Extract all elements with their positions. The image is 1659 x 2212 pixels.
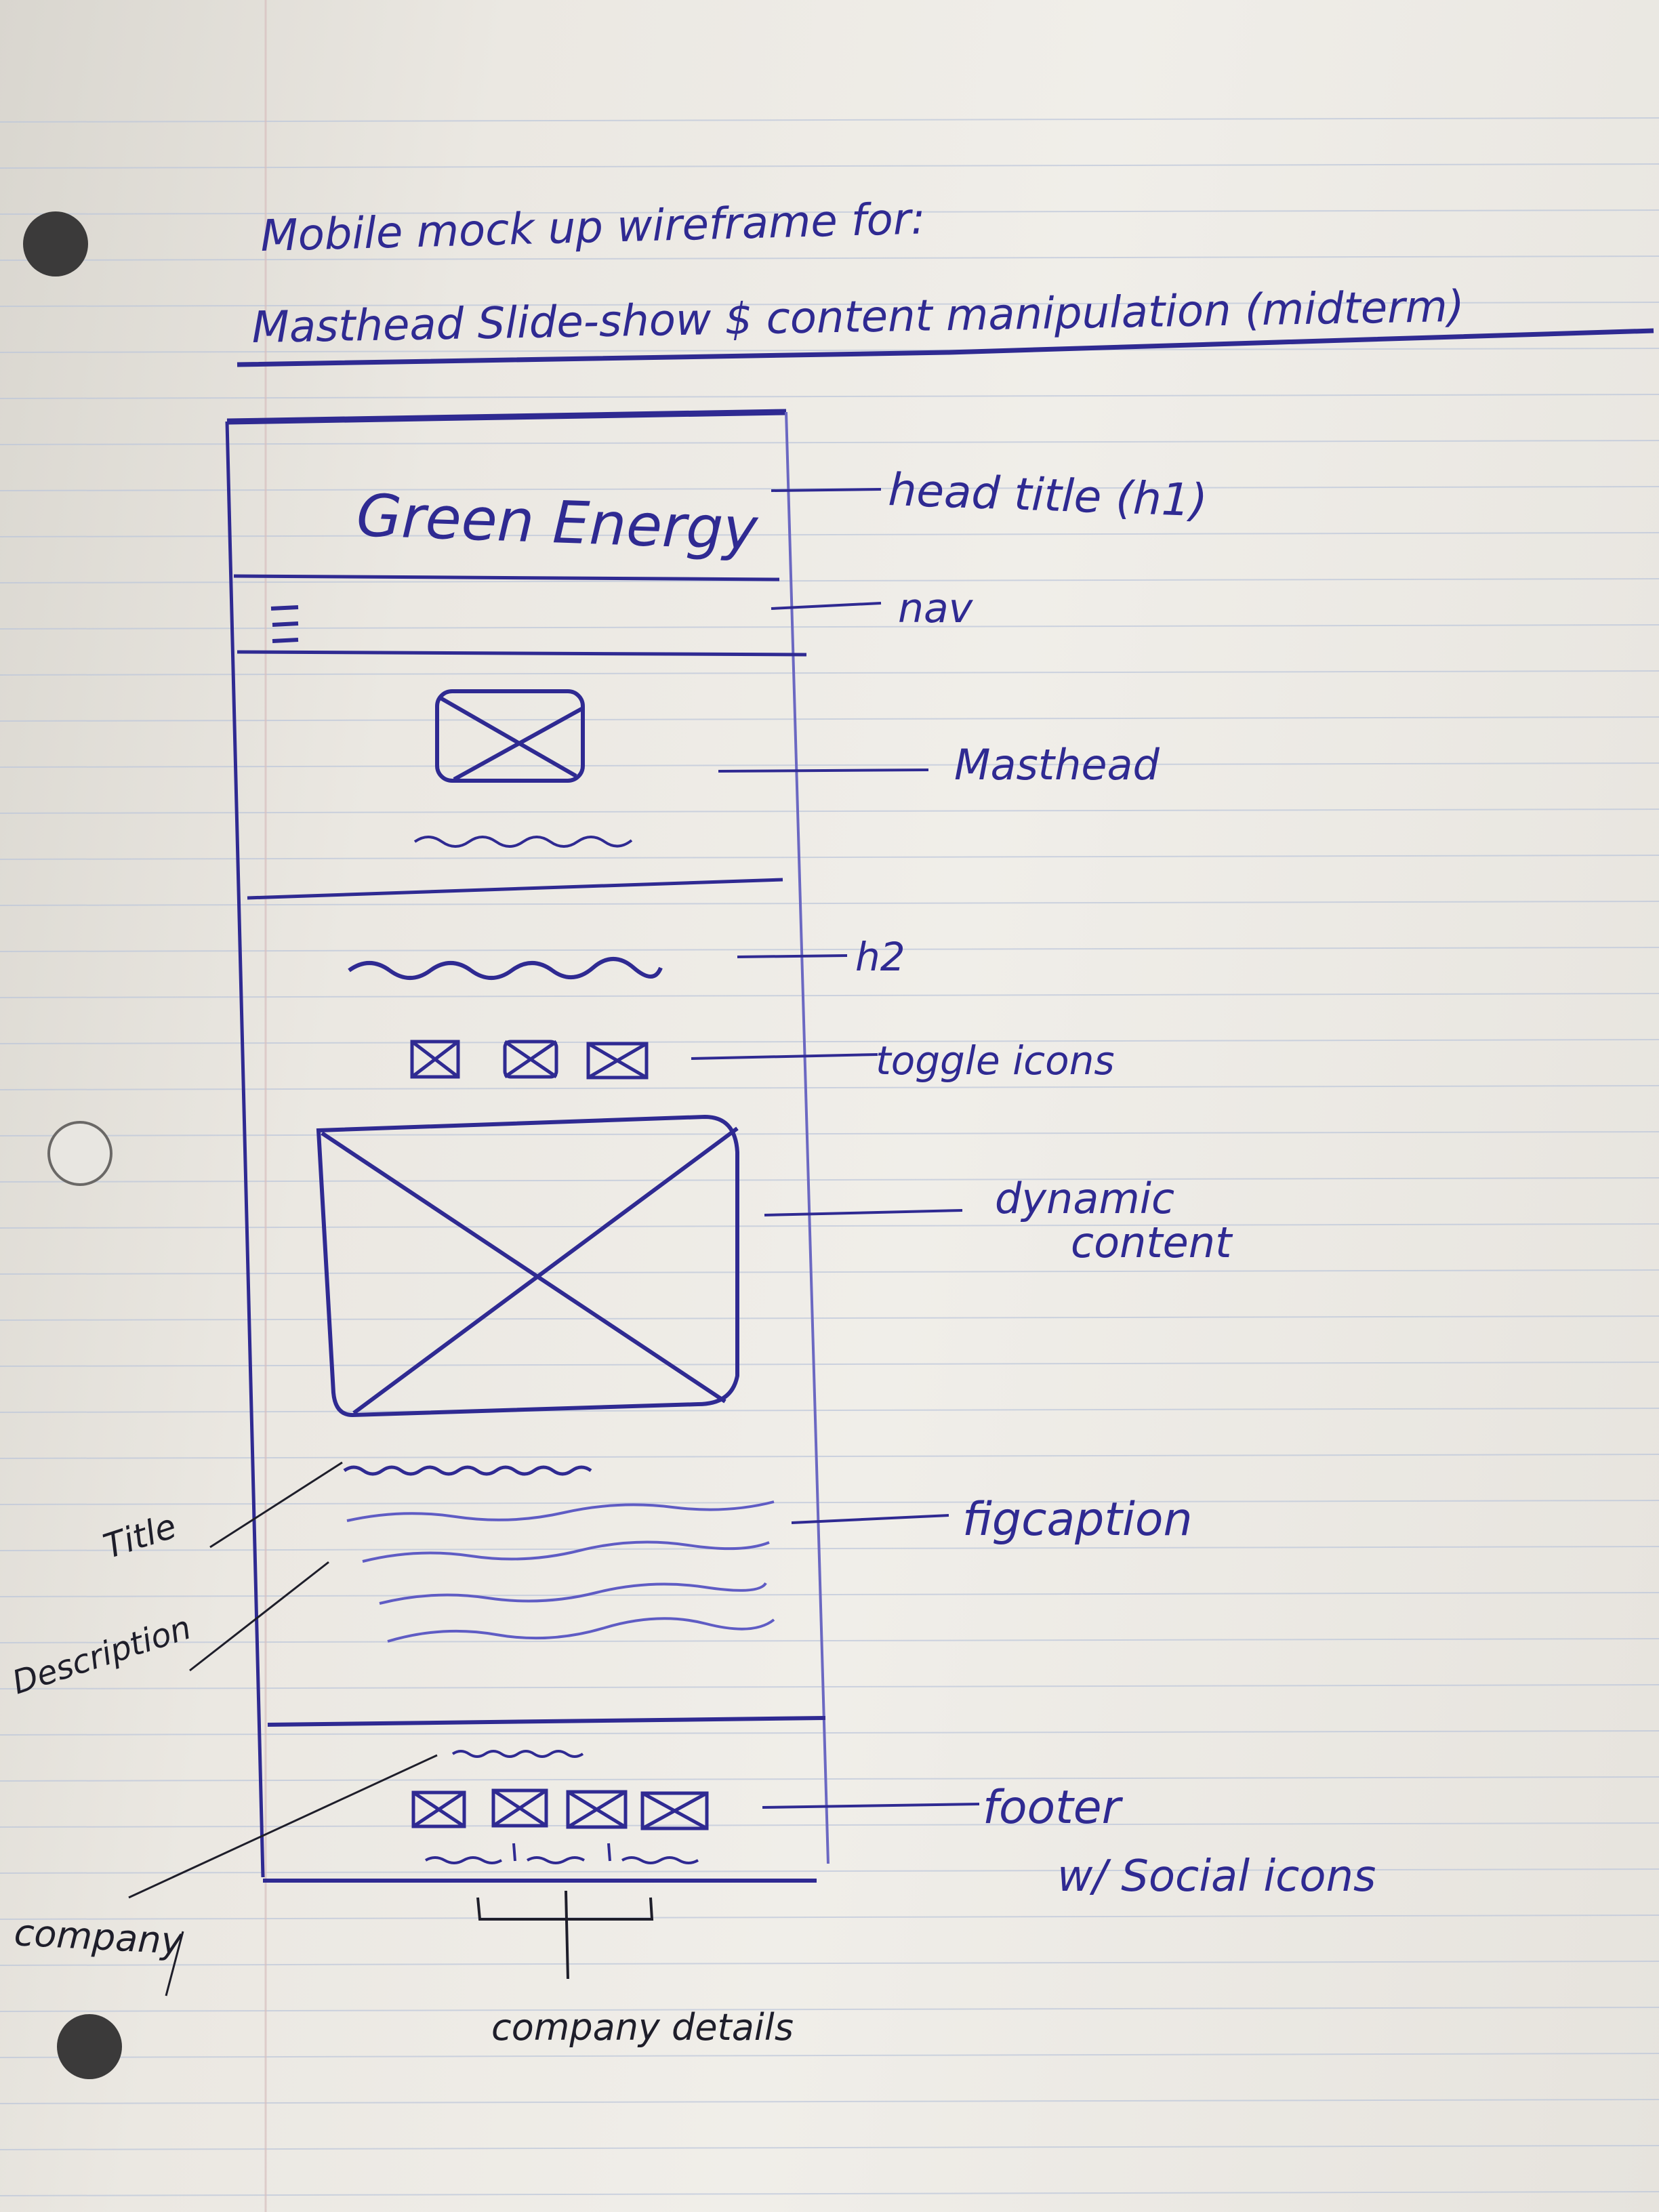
ruled-line xyxy=(0,163,1659,169)
company-details-bracket xyxy=(476,1890,654,1980)
figcaption-title-scribble xyxy=(343,1465,592,1476)
ruled-line xyxy=(0,762,1659,768)
ruled-line xyxy=(0,1961,1659,1966)
footer-divider xyxy=(267,1716,826,1727)
ruled-line xyxy=(0,302,1659,307)
ruled-line xyxy=(0,2191,1659,2196)
annotation-h2: h2 xyxy=(855,934,905,980)
heading-underline xyxy=(237,328,1654,367)
annotation-dynamic: dynamic xyxy=(995,1174,1174,1223)
dynamic-content-image-placeholder xyxy=(316,1114,739,1418)
nav-divider xyxy=(237,650,807,657)
ruled-line xyxy=(0,1592,1659,1597)
ruled-line xyxy=(0,808,1659,814)
ruled-line xyxy=(0,1454,1659,1459)
annotation-head-title: head title (h1) xyxy=(887,464,1208,527)
ruled-line xyxy=(0,1500,1659,1505)
ruled-line xyxy=(0,117,1659,123)
ruled-line xyxy=(0,255,1659,261)
ruled-line xyxy=(0,2099,1659,2104)
ruled-line xyxy=(0,1730,1659,1736)
footer-details-scribble xyxy=(425,1843,699,1864)
annotation-masthead: Masthead xyxy=(954,740,1160,790)
ruled-line xyxy=(0,578,1659,583)
logo-text: Green Energy xyxy=(355,482,759,564)
ruled-line xyxy=(0,993,1659,998)
social-icon-4[interactable] xyxy=(640,1791,709,1830)
ruled-line xyxy=(0,1822,1659,1828)
binder-hole-bottom xyxy=(57,2014,122,2079)
toggle-icons xyxy=(410,1040,649,1080)
ruled-line xyxy=(0,348,1659,353)
figcaption-line-1 xyxy=(346,1500,775,1522)
ruled-line xyxy=(0,532,1659,537)
toggle-icon-3[interactable] xyxy=(586,1042,649,1080)
ruled-line xyxy=(0,1131,1659,1136)
ruled-line xyxy=(0,1177,1659,1183)
annotation-footer: footer xyxy=(983,1781,1124,1835)
figcaption-line-2 xyxy=(362,1540,770,1563)
ruled-line xyxy=(0,2145,1659,2150)
annotation-nav: nav xyxy=(898,585,974,632)
ruled-line xyxy=(0,901,1659,906)
ruled-line xyxy=(0,394,1659,399)
annotation-connectors xyxy=(691,488,980,1809)
social-icon-1[interactable] xyxy=(411,1790,466,1828)
ruled-line xyxy=(0,1914,1659,1920)
ruled-line xyxy=(0,2053,1659,2058)
header-divider xyxy=(233,574,780,581)
hamburger-menu-icon[interactable] xyxy=(270,605,299,643)
annotation-toggle-icons: toggle icons xyxy=(876,1038,1115,1084)
ruled-line xyxy=(0,624,1659,630)
ruled-line xyxy=(0,1408,1659,1413)
annotation-figcaption: figcaption xyxy=(962,1493,1193,1547)
ruled-line xyxy=(0,1085,1659,1090)
annotation-company-details: company details xyxy=(491,2006,794,2049)
ruled-line xyxy=(0,2007,1659,2012)
annotation-content: content xyxy=(1071,1218,1233,1267)
ruled-line xyxy=(0,1039,1659,1044)
ruled-line xyxy=(0,209,1659,215)
ruled-line xyxy=(0,947,1659,952)
masthead-image-placeholder xyxy=(435,689,585,783)
ruled-line xyxy=(0,1868,1659,1874)
binder-holes xyxy=(23,211,122,2079)
ruled-line xyxy=(0,670,1659,676)
ruled-line xyxy=(0,1315,1659,1321)
annotation-social-icons: w/ Social icons xyxy=(1057,1851,1376,1902)
social-icons xyxy=(411,1788,709,1830)
ruled-line xyxy=(0,716,1659,722)
binder-hole-top xyxy=(23,211,88,276)
annotation-title: Title xyxy=(99,1507,181,1567)
heading-line-1: Mobile mock up wireframe for: xyxy=(260,194,926,262)
ruled-line xyxy=(0,1223,1659,1229)
ruled-line xyxy=(0,1269,1659,1275)
masthead-caption-scribble xyxy=(413,836,633,848)
toggle-icon-1[interactable] xyxy=(410,1040,460,1079)
figcaption-line-4 xyxy=(387,1617,775,1643)
social-icon-2[interactable] xyxy=(491,1788,548,1828)
ruled-line xyxy=(0,1546,1659,1551)
h2-scribble xyxy=(348,957,663,980)
figcaption-line-3 xyxy=(379,1582,767,1605)
ruled-line xyxy=(0,1776,1659,1782)
ruled-line xyxy=(0,1361,1659,1367)
ruled-line xyxy=(0,440,1659,445)
toggle-icon-2[interactable] xyxy=(503,1040,558,1079)
annotation-company: company xyxy=(13,1911,184,1963)
social-icon-3[interactable] xyxy=(566,1790,628,1829)
masthead-divider xyxy=(247,878,783,900)
ruled-line xyxy=(0,855,1659,860)
ruled-lines xyxy=(0,117,1659,2196)
ruled-line xyxy=(0,1684,1659,1689)
left-annotation-connectors xyxy=(128,1461,438,1996)
ruled-line xyxy=(0,1638,1659,1643)
binder-hole-middle xyxy=(47,1121,112,1186)
footer-company-scribble xyxy=(451,1750,584,1758)
